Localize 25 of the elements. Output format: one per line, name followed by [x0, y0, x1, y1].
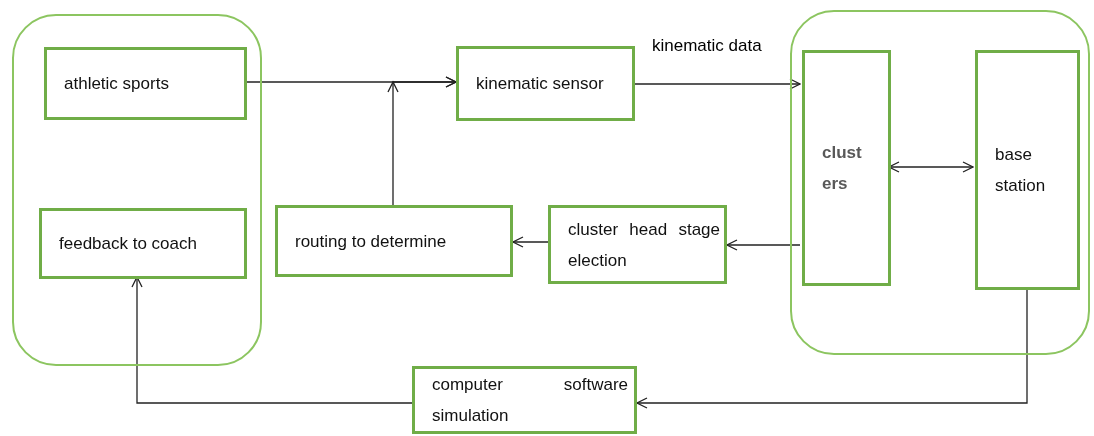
process-box	[548, 205, 727, 284]
box-label: clust ers	[822, 142, 863, 195]
process-box	[456, 46, 635, 121]
process-box	[39, 208, 247, 279]
box-label: kinematic sensor	[476, 73, 605, 95]
box-label: base station	[995, 144, 1047, 197]
process-box	[802, 50, 891, 286]
group-outline	[790, 10, 1090, 355]
arrow	[636, 287, 1028, 409]
process-box	[275, 205, 513, 277]
process-box	[44, 47, 247, 120]
box-label: feedback to coach	[59, 233, 198, 255]
arrow	[888, 161, 974, 173]
arrow	[634, 78, 801, 90]
box-label: routing to determine	[295, 230, 448, 253]
arrow	[512, 236, 549, 248]
process-box	[975, 50, 1080, 290]
arrow	[131, 276, 413, 404]
box-label: cluster head stage election	[568, 218, 720, 272]
arrow	[726, 239, 801, 251]
process-box	[412, 366, 637, 434]
group-outline	[12, 14, 262, 366]
arrow	[387, 76, 457, 206]
box-label: athletic sports	[64, 73, 170, 95]
box-label: computer software simulation	[432, 374, 628, 427]
